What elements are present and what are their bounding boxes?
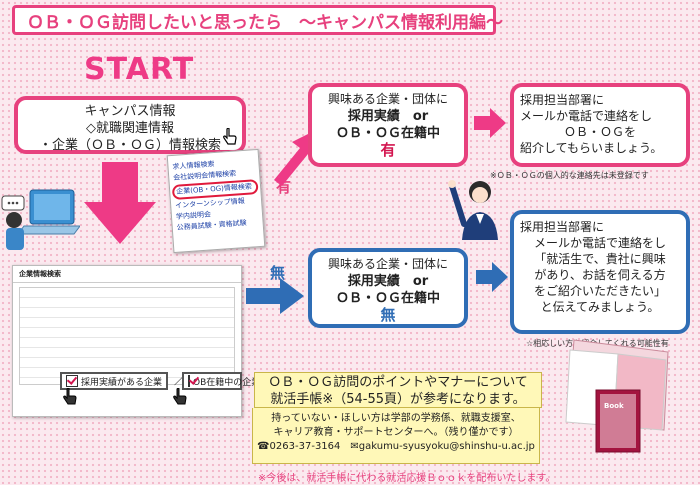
start-label: START: [84, 52, 195, 87]
search-screen-card: 企業情報検索: [12, 265, 242, 417]
book-label: Book: [604, 402, 624, 410]
checkbox-icon[interactable]: [66, 375, 78, 387]
interest-yes-line2: 採用実績 or: [347, 109, 429, 124]
arrow-right-blue: [246, 278, 304, 314]
campus-line2: ◇就職関連情報: [86, 121, 174, 136]
handbook-illustration: [565, 339, 669, 453]
hr-no-line5: をご紹介いただきたい」: [533, 284, 666, 298]
contact-box: 持っていない・ほしい方は学部の学務係、就職支援室、 キャリア教育・サポートセンタ…: [252, 408, 540, 464]
pointer-hand-icon: [223, 128, 237, 145]
interest-yes-mark: 有: [380, 141, 396, 159]
hr-no-line2: メールか電話で連絡をし: [533, 236, 666, 250]
search-menu-card: 求人情報検索 会社説明会情報検索 企業(OB・OG)情報検索 インターンシップ情…: [166, 148, 266, 254]
interest-no-line2: 採用実績 or: [347, 274, 429, 289]
guide-line2: 就活手帳※（54-55頁）が参考になります。: [270, 392, 526, 407]
guide-box: ＯＢ・ＯＧ訪問のポイントやマナーについて 就活手帳※（54-55頁）が参考になり…: [254, 372, 542, 408]
staff-person-illustration: [448, 180, 498, 240]
laptop-person-illustration: [1, 189, 80, 250]
hr-contact-no-box: 採用担当部署に メールか電話で連絡をし 「就活生で、貴社に興味 があり、お話を伺…: [510, 210, 690, 334]
check2-label: OB在籍中の企業: [193, 377, 261, 388]
arrow-down-pink: [84, 162, 156, 244]
campus-info-box: キャンパス情報 ◇就職関連情報 ・企業（ＯＢ・ＯＧ）情報検索: [14, 96, 246, 154]
contact-line3: ☎0263-37-3164 ✉gakumu-syusyoku@shinshu-u…: [257, 441, 535, 452]
arrow-right-blue-small: [476, 262, 508, 292]
contact-line1: 持っていない・ほしい方は学部の学務係、就職支援室、: [271, 413, 521, 424]
check-ob-enrolled[interactable]: OB在籍中の企業: [182, 372, 260, 390]
hr-no-line1: 採用担当部署に: [520, 220, 605, 234]
pointer-hand-icon: [173, 388, 187, 405]
interest-yes-line1: 興味ある企業・団体に: [327, 92, 448, 106]
campus-line1: キャンパス情報: [84, 104, 176, 119]
campus-line3: ・企業（ＯＢ・ＯＧ）情報検索: [38, 138, 221, 153]
screen-header: 企業情報検索: [13, 266, 241, 283]
hr-no-line4: があり、お話を伺える方: [534, 268, 666, 282]
hr-contact-yes-box: 採用担当部署に メールか電話で連絡をし ＯＢ・ＯＧを 紹介してもらいましょう。: [510, 83, 690, 167]
hr-yes-line4: 紹介してもらいましょう。: [520, 141, 663, 155]
check1-label: 採用実績がある企業: [80, 377, 162, 388]
interest-no-box: 興味ある企業・団体に 採用実績 or ＯＢ・ＯＧ在籍中 無: [308, 248, 468, 328]
hr-yes-line1: 採用担当部署に: [520, 93, 605, 107]
branch-no-label: 無: [270, 264, 286, 282]
hr-no-line6: と伝えてみましょう。: [540, 300, 660, 314]
contact-line2: キャリア教育・サポートセンターへ。（残り僅かです）: [273, 427, 519, 438]
bottom-note: ※今後は、就活手帳に代わる就活応援Ｂｏｏｋを配布いたします。: [258, 473, 556, 484]
guide-line1: ＯＢ・ＯＧ訪問のポイントやマナーについて: [268, 375, 528, 390]
interest-yes-box: 興味ある企業・団体に 採用実績 or ＯＢ・ＯＧ在籍中 有: [308, 83, 468, 167]
interest-yes-line3: ＯＢ・ＯＧ在籍中: [335, 126, 440, 141]
arrow-right-pink: [474, 108, 506, 138]
interest-no-line3: ＯＢ・ＯＧ在籍中: [335, 291, 440, 306]
slash-sep: ／: [174, 374, 185, 387]
checkbox-icon[interactable]: [188, 375, 190, 387]
search-form-grid: [19, 287, 235, 385]
hr-yes-note: ※ＯＢ・ＯＧの個人的な連絡先は未登録です: [490, 171, 649, 180]
hr-yes-line3: ＯＢ・ＯＧを: [563, 125, 636, 139]
pointer-hand-icon: [63, 388, 77, 405]
page-title: ＯＢ・ＯＧ訪問したいと思ったら ～キャンパス情報利用編～: [12, 5, 503, 35]
check-hiring-record[interactable]: 採用実績がある企業: [60, 372, 168, 390]
hr-no-line3: 「就活生で、貴社に興味: [534, 252, 666, 266]
interest-no-mark: 無: [380, 306, 396, 324]
interest-no-line1: 興味ある企業・団体に: [327, 257, 448, 271]
hr-yes-line2: メールか電話で連絡をし: [520, 109, 653, 123]
